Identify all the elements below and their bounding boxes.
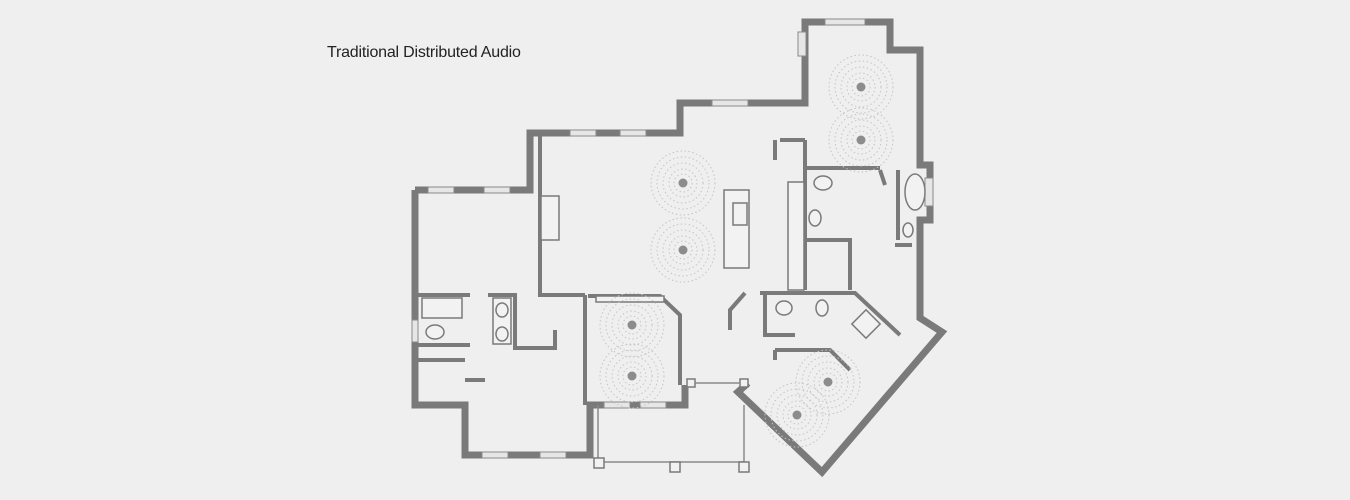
sink-icon: [732, 202, 748, 226]
exterior-walls: [411, 18, 948, 478]
speaker-icon: [650, 150, 716, 216]
bathtub-icon: [904, 173, 926, 211]
windows: [411, 18, 934, 459]
bathtub-icon: [421, 297, 463, 319]
interior-walls: [418, 135, 912, 405]
fireplace: [540, 195, 560, 241]
speakers: [599, 54, 894, 448]
speaker-icon: [828, 107, 894, 173]
kitchen-island: [723, 189, 750, 269]
speaker-icon: [828, 54, 894, 120]
speaker-icon: [599, 343, 665, 409]
speaker-icon: [650, 217, 716, 283]
porch: [593, 378, 750, 473]
sink-icon: [808, 209, 822, 227]
washer: [850, 308, 882, 340]
speaker-icon: [599, 292, 665, 358]
toilet-icon: [425, 324, 445, 340]
speaker-icon: [764, 382, 830, 448]
fixtures: [421, 173, 926, 345]
counter: [787, 181, 805, 291]
toilet-icon: [775, 300, 793, 316]
speaker-icon: [795, 349, 861, 415]
toilet-icon: [813, 175, 833, 191]
diagram-title: Traditional Distributed Audio: [327, 44, 521, 61]
